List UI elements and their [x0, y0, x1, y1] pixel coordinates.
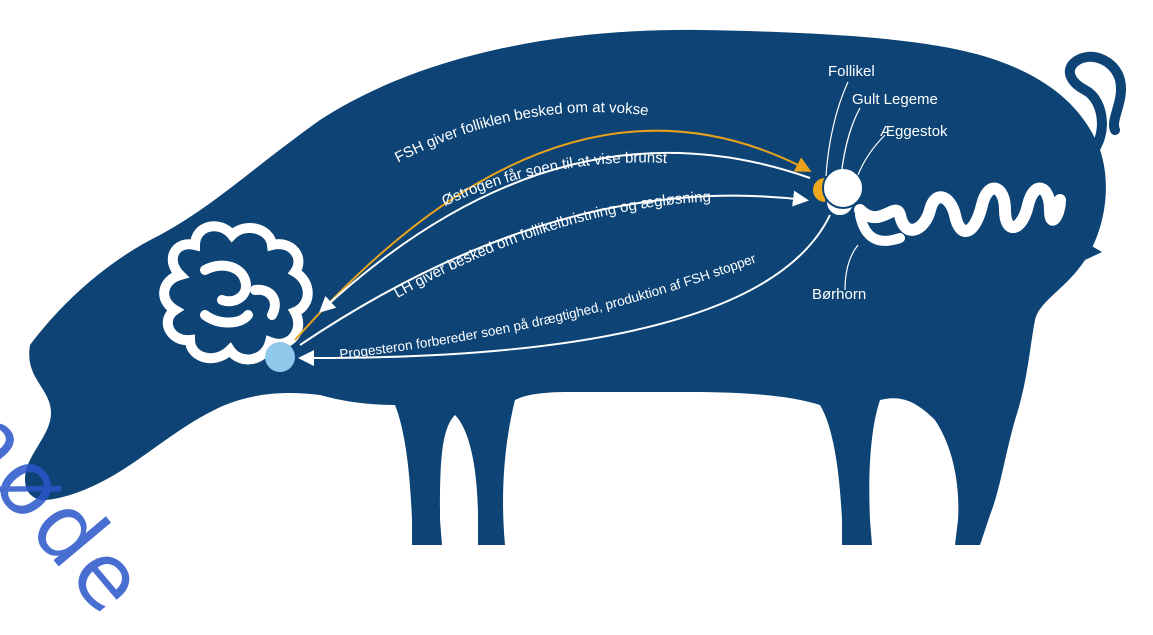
label-borhorn: Børhorn [812, 286, 866, 303]
hypothalamus-marker [265, 342, 295, 372]
ovary-marker [823, 168, 863, 208]
label-follikel: Follikel [828, 63, 875, 80]
label-gult-legeme: Gult Legeme [852, 91, 938, 108]
pig-reproduction-diagram: FSH giver folliklen besked om at vokse Ø… [0, 0, 1153, 564]
label-eggestok: Æggestok [880, 123, 948, 140]
